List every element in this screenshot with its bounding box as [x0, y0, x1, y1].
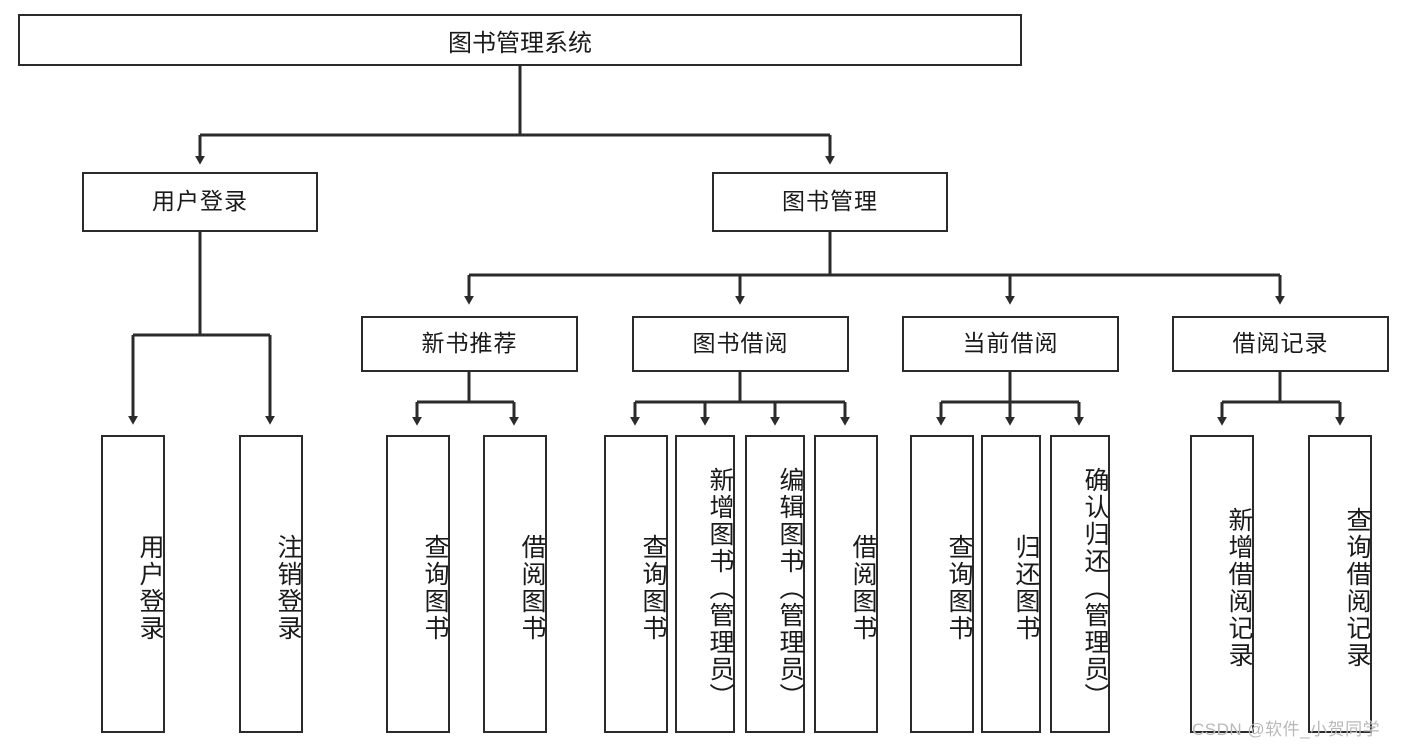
node-leaf-return-book-label: 归还图书	[1012, 534, 1040, 642]
node-leaf-query-record-label: 查询借阅记录	[1343, 507, 1371, 669]
node-current-borrow[interactable]: 当前借阅	[902, 316, 1119, 372]
node-borrow-record[interactable]: 借阅记录	[1172, 316, 1389, 372]
node-user-login[interactable]: 用户登录	[82, 172, 318, 232]
node-book-borrow[interactable]: 图书借阅	[632, 316, 849, 372]
node-leaf-query-record[interactable]: 查询借阅记录	[1308, 435, 1372, 733]
node-leaf-confirm-return-label: 确认归还（管理员）	[1081, 466, 1109, 710]
node-leaf-query-book-2[interactable]: 查询图书	[604, 435, 668, 733]
node-leaf-query-book-3[interactable]: 查询图书	[910, 435, 974, 733]
node-leaf-query-book-1[interactable]: 查询图书	[386, 435, 450, 733]
node-leaf-borrow-book-1-label: 借阅图书	[518, 534, 546, 642]
node-leaf-add-book[interactable]: 新增图书（管理员）	[675, 435, 735, 733]
node-leaf-add-book-label: 新增图书（管理员）	[706, 466, 734, 710]
csdn-watermark: CSDN @软件_小贺同学	[1192, 720, 1381, 739]
node-leaf-edit-book[interactable]: 编辑图书（管理员）	[745, 435, 805, 733]
node-book-borrow-label: 图书借阅	[692, 330, 789, 357]
node-user-login-label: 用户登录	[152, 188, 248, 215]
node-leaf-user-login-label: 用户登录	[136, 534, 164, 642]
node-leaf-add-record[interactable]: 新增借阅记录	[1190, 435, 1254, 733]
node-book-manage[interactable]: 图书管理	[712, 172, 948, 232]
node-leaf-query-book-2-label: 查询图书	[639, 534, 667, 642]
node-current-borrow-label: 当前借阅	[962, 330, 1059, 357]
node-leaf-user-login[interactable]: 用户登录	[101, 435, 165, 733]
node-leaf-query-book-1-label: 查询图书	[421, 534, 449, 642]
node-new-book-recommend-label: 新书推荐	[421, 330, 518, 357]
node-leaf-logout-label: 注销登录	[274, 534, 302, 642]
node-leaf-borrow-book-2[interactable]: 借阅图书	[814, 435, 878, 733]
node-leaf-edit-book-label: 编辑图书（管理员）	[776, 466, 804, 710]
node-leaf-confirm-return[interactable]: 确认归还（管理员）	[1050, 435, 1110, 733]
node-new-book-recommend[interactable]: 新书推荐	[361, 316, 578, 372]
node-leaf-borrow-book-1[interactable]: 借阅图书	[483, 435, 547, 733]
node-leaf-add-record-label: 新增借阅记录	[1225, 507, 1253, 669]
node-root[interactable]: 图书管理系统	[18, 14, 1022, 66]
node-book-manage-label: 图书管理	[782, 188, 878, 215]
node-leaf-query-book-3-label: 查询图书	[945, 534, 973, 642]
node-borrow-record-label: 借阅记录	[1232, 330, 1329, 357]
node-leaf-borrow-book-2-label: 借阅图书	[849, 534, 877, 642]
node-root-label: 图书管理系统	[448, 29, 592, 57]
node-leaf-logout[interactable]: 注销登录	[239, 435, 303, 733]
node-leaf-return-book[interactable]: 归还图书	[981, 435, 1041, 733]
